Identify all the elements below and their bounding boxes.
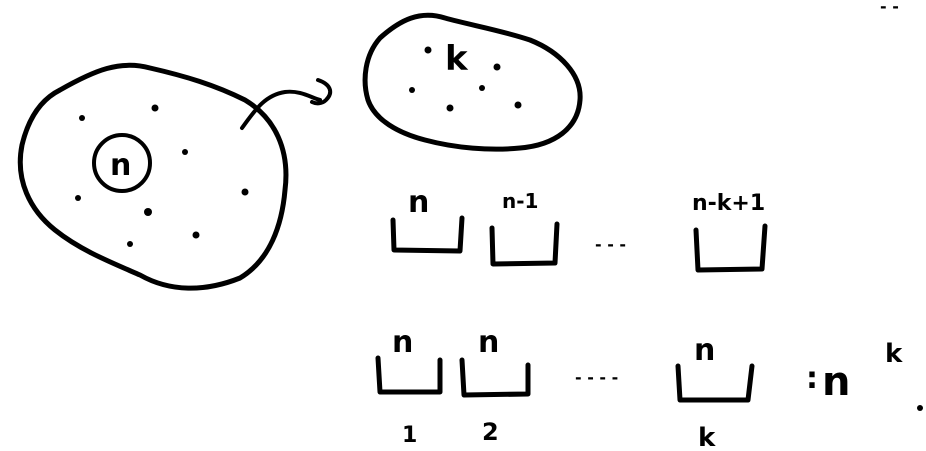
row1-slot-3-box bbox=[693, 223, 768, 273]
subset-label: k bbox=[445, 39, 469, 79]
element-dot bbox=[79, 115, 85, 121]
row1-slot-3-label: n-k+1 bbox=[692, 191, 765, 216]
row2-slot-2-box bbox=[459, 357, 531, 398]
row2-slot-2-label: n bbox=[478, 325, 499, 360]
big-set-dots bbox=[75, 104, 249, 247]
element-dot bbox=[192, 231, 200, 239]
row1-slot-1: n bbox=[390, 185, 465, 254]
element-dot bbox=[424, 46, 432, 54]
big-set-center-label: n bbox=[110, 148, 131, 183]
row2-slot-2: n 2 bbox=[459, 325, 531, 446]
subset-dots bbox=[409, 46, 522, 112]
row2-slot-1-label: n bbox=[392, 325, 413, 360]
row1-slot-1-label: n bbox=[408, 185, 429, 220]
big-set: n bbox=[17, 62, 289, 291]
row1-slots: n n-1 - - - n-k+1 bbox=[390, 185, 768, 273]
row2-slot-1: n 1 bbox=[375, 325, 443, 448]
result-exponent: k bbox=[885, 339, 903, 369]
row1-ellipsis: - - - bbox=[595, 235, 626, 254]
subset: k bbox=[362, 12, 583, 152]
element-dot bbox=[514, 101, 522, 109]
row2-slot-3: n k bbox=[675, 333, 755, 451]
row2-slot-2-index: 2 bbox=[482, 418, 499, 446]
element-dot bbox=[75, 195, 81, 201]
element-dot bbox=[144, 208, 152, 216]
arrow-stroke bbox=[240, 89, 322, 130]
element-dot bbox=[493, 63, 501, 71]
row1-slot-3: n-k+1 bbox=[692, 191, 768, 273]
row2-slot-3-box bbox=[675, 363, 755, 403]
element-dot bbox=[409, 87, 415, 93]
row1-slot-2-box bbox=[489, 221, 560, 267]
row2-slot-3-label: n bbox=[694, 333, 715, 368]
row2-ellipsis: - - - - bbox=[575, 368, 618, 387]
arrow-head-icon bbox=[310, 78, 333, 106]
element-dot bbox=[479, 85, 485, 91]
big-set-outline bbox=[17, 62, 289, 291]
row2-slot-3-index: k bbox=[698, 423, 716, 451]
element-dot bbox=[446, 104, 454, 112]
subset-outline bbox=[362, 12, 583, 152]
element-circle bbox=[92, 133, 152, 193]
row1-slot-2: n-1 bbox=[489, 189, 560, 267]
element-dot bbox=[151, 104, 159, 112]
selection-arrow bbox=[240, 78, 333, 130]
element-dot bbox=[182, 149, 188, 155]
row2-slot-1-index: 1 bbox=[402, 423, 417, 448]
trailing-dot bbox=[917, 405, 923, 411]
element-dot bbox=[127, 241, 133, 247]
result-expression: : n k bbox=[806, 339, 923, 411]
result-prefix: : bbox=[806, 361, 818, 396]
row1-slot-1-box bbox=[390, 215, 465, 254]
row2-slot-1-box bbox=[375, 355, 443, 395]
element-dot bbox=[241, 188, 249, 196]
row1-slot-2-label: n-1 bbox=[502, 189, 538, 213]
corner-mark: - - bbox=[880, 0, 899, 16]
row2-slots: n 1 n 2 - - - - n k : n k bbox=[375, 325, 923, 451]
result-base: n bbox=[822, 359, 850, 405]
